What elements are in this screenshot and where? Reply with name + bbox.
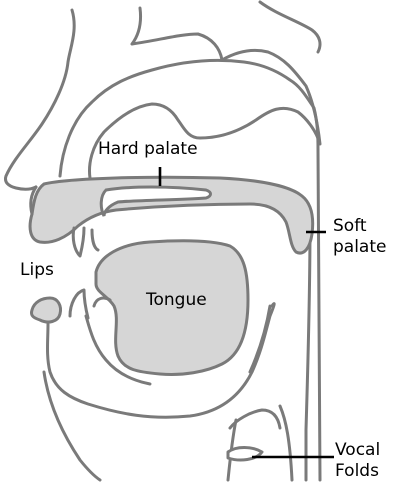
soft-palate-label-line1: Soft [333, 216, 367, 236]
upper-front-tooth [73, 228, 84, 256]
trachea-back-wall [280, 406, 292, 480]
vocal-folds-label-line2: Folds [335, 461, 379, 481]
hard-palate-label: Hard palate [98, 139, 198, 159]
lower-back-tooth [94, 298, 110, 306]
lower-lip-shape [31, 298, 60, 322]
upper-back-tooth [92, 230, 98, 250]
face-profile-outline [5, 10, 74, 189]
vocal-folds-label-line1: Vocal [335, 440, 380, 460]
neck-front-outline [44, 372, 100, 480]
soft-palate-label-line2: palate [333, 237, 386, 257]
pharynx-inner-wall [306, 226, 310, 480]
tongue-label: Tongue [145, 290, 207, 310]
pharynx-back-wall [318, 150, 320, 480]
lower-front-tooth [70, 290, 88, 318]
lips-label: Lips [20, 260, 54, 280]
larynx-curve [230, 410, 280, 428]
epiglottis-outline [250, 306, 270, 372]
skull-outline [260, 2, 320, 52]
